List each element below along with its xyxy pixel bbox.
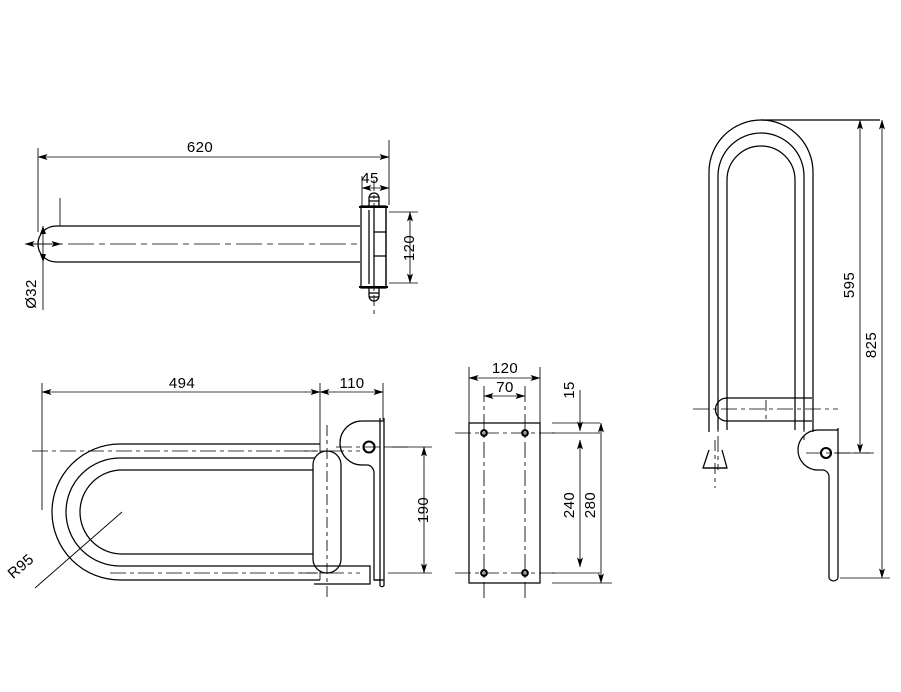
dim-120-plate bbox=[468, 367, 541, 424]
side-view-group: R95 bbox=[5, 375, 432, 597]
label-190: 190 bbox=[415, 497, 432, 523]
label-d32: Ø32 bbox=[23, 279, 40, 309]
dim-110 bbox=[319, 383, 384, 420]
hole-bottom-left bbox=[480, 569, 488, 577]
front-view-group: 595 825 bbox=[693, 119, 890, 582]
label-494: 494 bbox=[169, 375, 195, 392]
hole-bottom-right bbox=[521, 569, 529, 577]
label-825: 825 bbox=[863, 332, 880, 358]
side-view-wall-plate bbox=[314, 418, 408, 588]
label-45: 45 bbox=[361, 170, 379, 187]
top-view-group: 620 45 120 Ø32 bbox=[23, 139, 418, 315]
plate-centerlines bbox=[455, 386, 556, 598]
dim-620 bbox=[37, 140, 390, 232]
label-70: 70 bbox=[496, 379, 514, 396]
label-110: 110 bbox=[339, 375, 364, 392]
label-240: 240 bbox=[561, 492, 578, 518]
dim-280 bbox=[552, 422, 612, 584]
hole-top-left bbox=[480, 429, 488, 437]
label-595: 595 bbox=[841, 272, 858, 298]
label-120-plate: 120 bbox=[492, 360, 518, 377]
side-view-loop-arm bbox=[32, 443, 320, 581]
top-view-tube bbox=[26, 225, 360, 263]
dim-240 bbox=[552, 439, 600, 574]
label-120-hinge: 120 bbox=[401, 235, 418, 261]
front-view-cross-bar bbox=[693, 397, 838, 422]
plate-outline bbox=[468, 422, 541, 584]
label-15: 15 bbox=[561, 381, 578, 399]
front-view-wall-plate bbox=[797, 428, 870, 582]
dim-494 bbox=[41, 383, 321, 580]
dim-825 bbox=[840, 119, 890, 579]
top-view-hinge-block bbox=[359, 180, 388, 315]
label-620: 620 bbox=[187, 139, 213, 156]
hole-top-right bbox=[521, 429, 529, 437]
plate-view-group: 120 70 15 240 280 bbox=[455, 360, 612, 598]
dim-120-hinge bbox=[389, 211, 418, 284]
label-r95: R95 bbox=[5, 551, 38, 583]
dim-15 bbox=[552, 390, 600, 434]
dim-595 bbox=[836, 119, 874, 454]
label-280: 280 bbox=[582, 492, 599, 518]
plate-fixing-holes bbox=[480, 429, 529, 577]
side-view-hinge-barrel bbox=[300, 425, 360, 597]
dim-190 bbox=[388, 446, 432, 574]
front-view-leg-foot bbox=[702, 440, 728, 488]
